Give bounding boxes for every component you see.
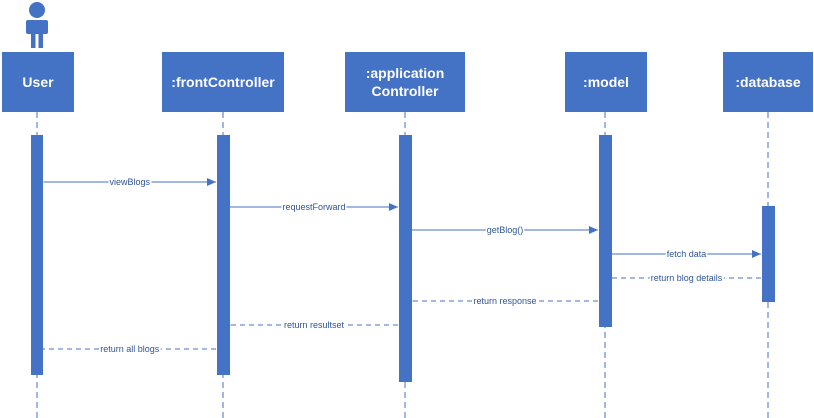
message-label: getBlog() (487, 225, 524, 235)
participant-label: :database (735, 74, 801, 90)
participant-label: :model (583, 74, 629, 90)
participant-box (345, 52, 465, 112)
message-arrow: viewBlogs (43, 177, 216, 187)
activation-bar-applicationController (399, 135, 412, 382)
message-label: fetch data (667, 249, 707, 259)
message-label-background (108, 177, 152, 187)
participant-box (565, 52, 647, 112)
participant-database: :database (723, 52, 813, 112)
message-return-arrow: return all blogs (44, 344, 216, 354)
message-label: return response (473, 296, 536, 306)
message-label-background (472, 296, 538, 306)
participant-box (162, 52, 284, 112)
participant-box (2, 52, 74, 112)
message-label: return resultset (284, 320, 345, 330)
message-arrow: fetch data (612, 249, 761, 259)
participant-label: User (22, 74, 54, 90)
participant-label: :frontController (171, 74, 275, 90)
message-label: return blog details (651, 273, 723, 283)
activation-bar-model (599, 135, 612, 327)
activation-bar-frontController (217, 135, 230, 375)
message-label-background (649, 273, 724, 283)
message-label-background (665, 249, 708, 259)
message-label-background (282, 320, 346, 330)
message-label: return all blogs (100, 344, 160, 354)
message-label-background (99, 344, 161, 354)
message-label-background (281, 202, 347, 212)
activation-bar-user (31, 135, 43, 375)
message-label-background (485, 225, 525, 235)
participant-label: :application (366, 65, 445, 81)
message-label: requestForward (282, 202, 345, 212)
message-arrow: getBlog() (412, 225, 598, 235)
message-arrow: requestForward (230, 202, 398, 212)
activation-bar-database (762, 206, 775, 302)
message-return-arrow: return response (412, 296, 598, 306)
participant-model: :model (565, 52, 647, 112)
participant-user: User (2, 52, 74, 112)
message-return-arrow: return resultset (230, 320, 398, 330)
participant-label: Controller (372, 83, 439, 99)
participant-box (723, 52, 813, 112)
participant-frontController: :frontController (162, 52, 284, 112)
person-icon (26, 2, 48, 48)
message-return-arrow: return blog details (612, 273, 761, 283)
message-label: viewBlogs (109, 177, 150, 187)
